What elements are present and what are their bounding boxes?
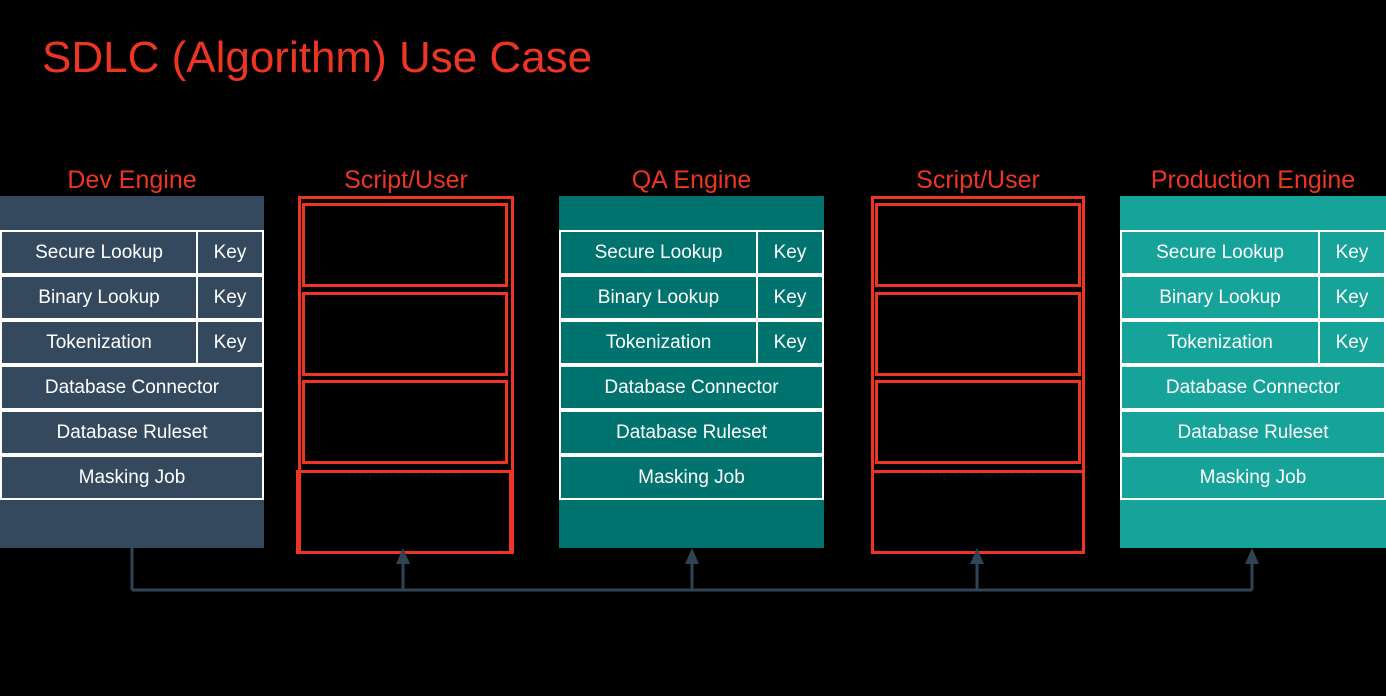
script-user-box[interactable] [875,292,1081,376]
script-user-box[interactable] [302,292,508,376]
row-key-cell: Key [756,322,822,363]
arrow-up-icon [396,548,410,564]
engine-rows-production: Secure Lookup Key Binary Lookup Key Toke… [1120,230,1386,500]
arrow-up-icon [970,548,984,564]
row-key-cell: Key [756,232,822,273]
row-label: Binary Lookup [38,286,160,308]
table-row[interactable]: Secure Lookup Key [559,230,824,275]
row-label: Binary Lookup [1159,286,1281,308]
table-row[interactable]: Database Connector [1120,365,1386,410]
script-user-box[interactable] [875,203,1081,287]
column-header-production-engine: Production Engine [1150,166,1356,194]
page-title: SDLC (Algorithm) Use Case [42,33,593,82]
row-key-cell: Key [1318,232,1384,273]
arrow-up-icon [685,548,699,564]
table-row[interactable]: Binary Lookup Key [0,275,264,320]
row-key-cell: Key [1318,277,1384,318]
row-label: Tokenization [605,331,712,353]
engine-rows-dev: Secure Lookup Key Binary Lookup Key Toke… [0,230,264,500]
script-user-box[interactable] [302,380,508,464]
row-key-cell: Key [196,232,262,273]
table-row[interactable]: Binary Lookup Key [559,275,824,320]
engine-rows-qa: Secure Lookup Key Binary Lookup Key Toke… [559,230,824,500]
table-row[interactable]: Secure Lookup Key [1120,230,1386,275]
row-key-cell: Key [756,277,822,318]
table-row[interactable]: Secure Lookup Key [0,230,264,275]
script-user-box[interactable] [875,380,1081,464]
table-row[interactable]: Tokenization Key [1120,320,1386,365]
row-key-cell: Key [196,277,262,318]
column-header-script-user-1: Script/User [344,166,468,194]
table-row[interactable]: Masking Job [1120,455,1386,500]
engine-panel-qa: Secure Lookup Key Binary Lookup Key Toke… [559,196,824,548]
table-row[interactable]: Database Ruleset [1120,410,1386,455]
column-header-script-user-2: Script/User [916,166,1040,194]
table-row[interactable]: Binary Lookup Key [1120,275,1386,320]
engine-panel-production: Secure Lookup Key Binary Lookup Key Toke… [1120,196,1386,548]
table-row[interactable]: Database Ruleset [559,410,824,455]
script-user-box[interactable] [302,203,508,287]
table-row[interactable]: Database Connector [0,365,264,410]
row-key-cell: Key [1318,322,1384,363]
script-box-label: Import/Global [346,470,462,481]
engine-panel-dev: Secure Lookup Key Binary Lookup Key Toke… [0,196,264,548]
table-row[interactable]: Tokenization Key [0,320,264,365]
connector-bus [130,548,1259,592]
table-row[interactable]: Database Ruleset [0,410,264,455]
script-box-label: Import/Global [920,470,1036,481]
row-label: Secure Lookup [35,241,163,263]
row-label: Secure Lookup [594,241,723,263]
row-label: Secure Lookup [1156,241,1284,263]
table-row[interactable]: Database Connector [559,365,824,410]
table-row[interactable]: Masking Job [0,455,264,500]
row-key-cell: Key [196,322,262,363]
row-label: Tokenization [1167,331,1273,353]
table-row[interactable]: Masking Job [559,455,824,500]
arrow-up-icon [1245,548,1259,564]
column-header-dev-engine: Dev Engine [67,166,197,194]
column-header-qa-engine: QA Engine [631,166,752,194]
table-row[interactable]: Tokenization Key [559,320,824,365]
row-label: Tokenization [46,331,152,353]
row-label: Binary Lookup [597,286,720,308]
